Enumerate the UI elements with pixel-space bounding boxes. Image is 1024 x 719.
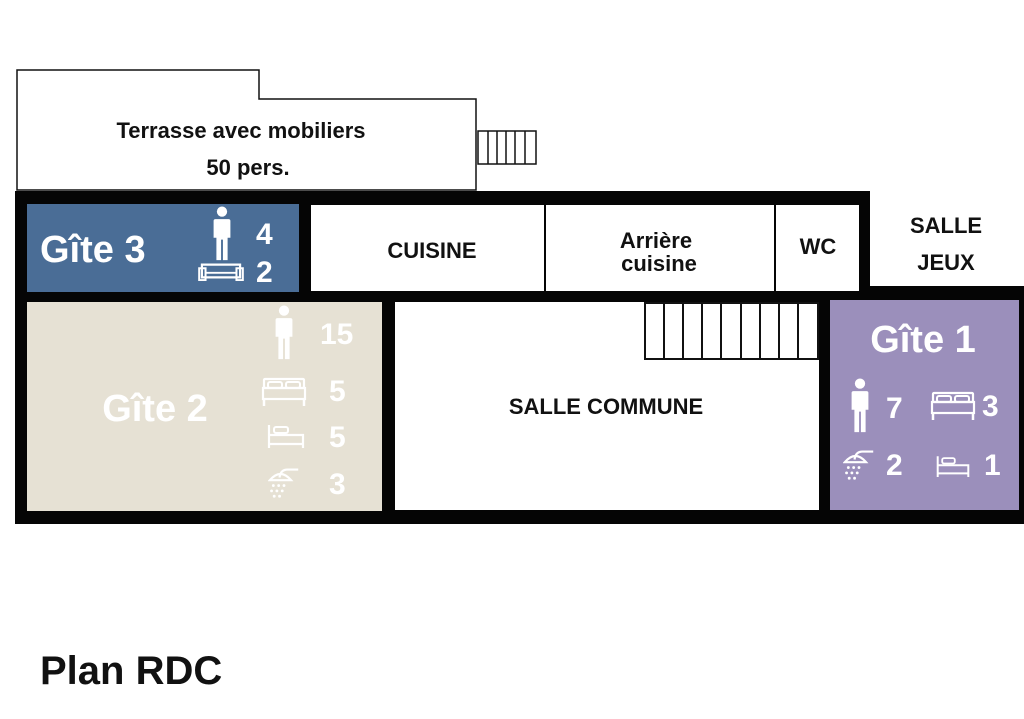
gite1-title: Gîte 1 — [870, 319, 976, 361]
room-salle-jeux — [870, 191, 1024, 286]
terrace-label: Terrasse avec mobiliers — [116, 118, 365, 143]
gite3-persons-count: 4 — [256, 218, 273, 251]
gite2-single-bed-count: 5 — [329, 421, 346, 454]
gite3-sofa-count: 2 — [256, 256, 273, 289]
salle-jeux-label-2: JEUX — [917, 250, 975, 275]
exterior-stairs — [477, 130, 537, 165]
gite2-zone — [27, 302, 382, 511]
wc-label: WC — [800, 234, 837, 259]
gite2-persons-count: 15 — [320, 318, 353, 351]
gite2-shower-count: 3 — [329, 468, 346, 501]
arriere-cuisine-label-2: cuisine — [621, 251, 697, 276]
gite1-single-bed-count: 1 — [984, 449, 1001, 482]
arriere-cuisine-label-1: Arrière — [620, 228, 692, 253]
gite1-persons-count: 7 — [886, 392, 903, 425]
gite1-double-bed-count: 3 — [982, 390, 999, 423]
room-cuisine — [311, 205, 544, 291]
terrace-outline — [16, 69, 477, 191]
salle-commune-label: SALLE COMMUNE — [509, 394, 703, 419]
terrace-capacity: 50 pers. — [206, 155, 289, 180]
page-title: Plan RDC — [40, 649, 222, 693]
gite3-zone — [27, 204, 299, 292]
cuisine-label: CUISINE — [387, 238, 476, 263]
gite2-title: Gîte 2 — [102, 388, 208, 430]
gite2-double-bed-count: 5 — [329, 375, 346, 408]
gite3-title: Gîte 3 — [40, 229, 146, 271]
room-arriere-cuisine — [546, 205, 774, 291]
gite1-shower-count: 2 — [886, 449, 903, 482]
salle-jeux-label-1: SALLE — [910, 213, 982, 238]
room-wc — [776, 205, 859, 291]
interior-stairs — [644, 302, 819, 360]
